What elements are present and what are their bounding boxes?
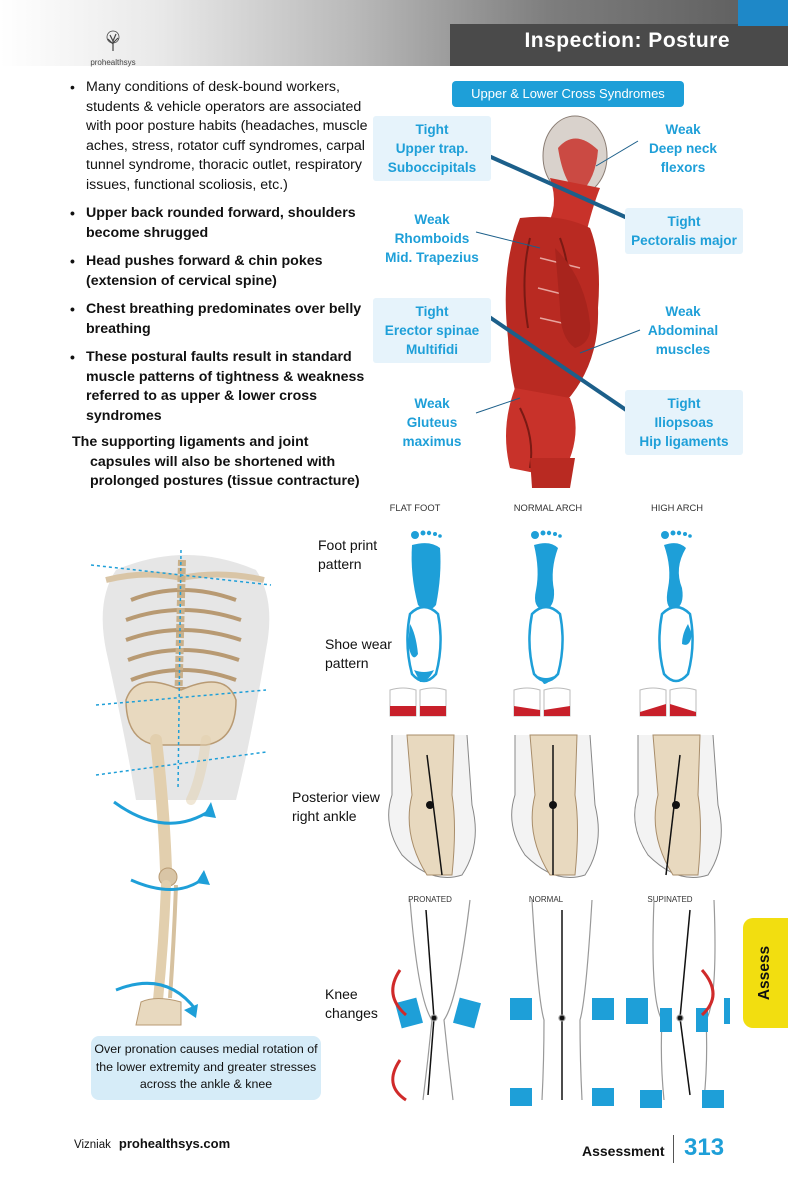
cross-syndrome-figure: Tight Upper trap. Suboccipitals Weak Dee…	[370, 108, 788, 488]
col-header-flat-foot: FLAT FOOT	[389, 502, 441, 513]
assess-side-tab	[743, 918, 788, 1028]
posterior-ankle-row	[388, 734, 722, 878]
bullet-item: Head pushes forward & chin pokes (extens…	[68, 252, 368, 291]
label-weak-gluteus: Weak Gluteus maximus	[402, 396, 462, 449]
bullet-item: Upper back rounded forward, shoulders be…	[68, 204, 368, 243]
knee-header-pronated: PRONATED	[408, 895, 452, 904]
label-tight-iliopsoas: Tight Iliopsoas Hip ligaments	[625, 390, 743, 455]
col-header-high-arch: HIGH ARCH	[650, 502, 704, 513]
label-tight-erector-spinae: Tight Erector spinae Multifidi	[373, 298, 491, 363]
foot-comparison-illustrations	[388, 530, 730, 1108]
shoe-wear-row	[406, 605, 694, 684]
label-weak-abdominal: Weak Abdominal muscles	[647, 304, 719, 357]
page-title: Inspection: Posture	[524, 29, 730, 52]
label-tight-upper-trap: Tight Upper trap. Suboccipitals	[373, 116, 491, 181]
closing-paragraph: The supporting ligaments and joint capsu…	[72, 434, 360, 489]
bullet-item: These postural faults result in standard…	[68, 348, 368, 426]
syndrome-title-badge: Upper & Lower Cross Syndromes	[452, 81, 684, 107]
label-weak-deep-neck: Weak Deep neck flexors	[648, 122, 717, 175]
page-number: 313	[684, 1134, 725, 1161]
header-accent-block	[738, 0, 788, 26]
header-title-bar	[450, 24, 788, 66]
label-tight-pectoralis: Tight Pectoralis major	[625, 208, 743, 254]
muscle-body-illustration	[475, 115, 641, 488]
footer-divider	[673, 1135, 674, 1163]
label-weak-rhomboids: Weak Rhomboids Mid. Trapezius	[385, 212, 479, 265]
bullet-item: Many conditions of desk-bound workers, s…	[68, 78, 368, 195]
footer-site: prohealthsys.com	[118, 1136, 231, 1151]
heel-wear-row	[389, 687, 697, 717]
col-header-normal-arch: NORMAL ARCH	[513, 502, 583, 513]
skeleton-figure	[90, 549, 272, 1026]
assess-side-tab-label: Assess	[756, 945, 774, 1001]
tree-icon	[106, 30, 120, 51]
posture-bullets: Many conditions of desk-bound workers, s…	[68, 78, 368, 492]
knee-header-supinated: SUPINATED	[647, 895, 693, 904]
knee-changes-row	[391, 899, 730, 1108]
skeleton-illustration	[86, 540, 286, 1040]
bullet-item: Chest breathing predominates over belly …	[68, 300, 368, 339]
footprint-row	[411, 530, 692, 610]
brand-name: prohealthsys	[90, 58, 136, 67]
footer-section: Assessment	[582, 1143, 665, 1159]
brand-logo: prohealthsys	[88, 30, 138, 67]
over-pronation-caption: Over pronation causes medial rotation of…	[91, 1036, 321, 1100]
knee-header-normal: NORMAL	[528, 895, 564, 904]
